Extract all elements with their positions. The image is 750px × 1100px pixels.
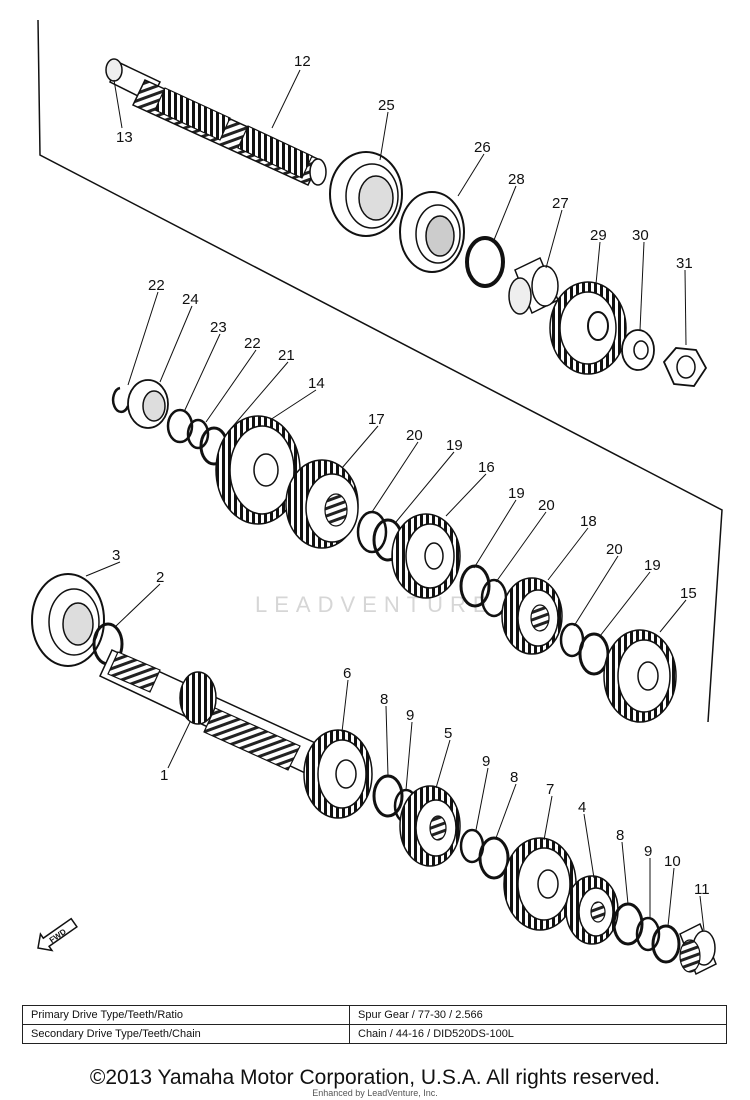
spec-row-secondary: Secondary Drive Type/Teeth/Chain Chain /…	[22, 1024, 727, 1044]
part-circlip-22a	[111, 386, 130, 414]
part-gear-16	[391, 513, 461, 599]
callout-22a: 22	[148, 277, 165, 294]
part-bearing-25	[329, 151, 403, 237]
part-washer-8b	[478, 836, 510, 880]
callout-16: 16	[478, 459, 495, 476]
callout-13: 13	[116, 129, 133, 146]
part-washer-10	[651, 924, 681, 964]
part-bearing-11	[679, 922, 717, 976]
part-bearing-24	[127, 379, 169, 429]
callout-19a: 19	[446, 437, 463, 454]
callout-21: 21	[278, 347, 295, 364]
callout-18: 18	[580, 513, 597, 530]
callout-30: 30	[632, 227, 649, 244]
callout-24: 24	[182, 291, 199, 308]
callout-8c: 8	[616, 827, 624, 844]
callout-20c: 20	[606, 541, 623, 558]
callout-27: 27	[552, 195, 569, 212]
enhanced-by-note: Enhanced by LeadVenture, Inc.	[312, 1088, 438, 1098]
callout-4: 4	[578, 799, 586, 816]
callout-10: 10	[664, 853, 681, 870]
callout-29: 29	[590, 227, 607, 244]
callout-11: 11	[694, 881, 710, 898]
callout-8b: 8	[510, 769, 518, 786]
part-circlip-22b	[186, 418, 210, 450]
callout-25: 25	[378, 97, 395, 114]
main-axle	[105, 58, 327, 186]
callout-14: 14	[308, 375, 325, 392]
part-washer-23	[166, 408, 194, 444]
fwd-arrow-icon: FWD	[37, 917, 78, 952]
transmission-exploded-diagram: LEADVENTURE	[31, 19, 723, 976]
callout-23: 23	[210, 319, 227, 336]
part-collar-27	[508, 256, 559, 315]
callout-8a: 8	[380, 691, 388, 708]
part-gear-5	[399, 785, 461, 867]
leader-lines	[85, 69, 705, 931]
part-gear-15	[603, 629, 677, 723]
frame-outline	[37, 19, 723, 723]
callout-26: 26	[474, 139, 491, 156]
part-lock-washer-30	[621, 329, 655, 371]
callout-1: 1	[160, 767, 168, 784]
part-bearing-3	[31, 573, 105, 667]
part-drive-axle-1	[99, 649, 337, 781]
callout-6: 6	[343, 665, 351, 682]
callout-9c: 9	[644, 843, 652, 860]
part-nut-31	[662, 347, 708, 387]
callout-9b: 9	[482, 753, 490, 770]
spec-label: Primary Drive Type/Teeth/Ratio	[22, 1005, 350, 1025]
callout-20b: 20	[538, 497, 555, 514]
callout-12: 12	[294, 53, 311, 70]
part-sprocket-29	[549, 281, 627, 375]
spec-value: Spur Gear / 77-30 / 2.566	[349, 1005, 727, 1025]
callout-28: 28	[508, 171, 525, 188]
callout-19c: 19	[644, 557, 661, 574]
callout-7: 7	[546, 781, 554, 798]
part-circlip-20a	[356, 510, 388, 554]
watermark: LEADVENTURE	[255, 592, 495, 617]
part-gear-6	[303, 729, 373, 819]
callout-31: 31	[676, 255, 693, 272]
callout-20a: 20	[406, 427, 423, 444]
part-oil-seal-26	[399, 191, 465, 273]
part-gear-18	[501, 577, 563, 655]
callout-labels: 12 13 25 26 28 27 29 30 31 22 24 23 22 2…	[112, 53, 710, 898]
part-gear-17	[285, 459, 359, 549]
callout-17: 17	[368, 411, 385, 428]
part-o-ring-28	[465, 236, 505, 288]
part-circlip-9c	[635, 916, 661, 952]
callout-2: 2	[156, 569, 164, 586]
callout-3: 3	[112, 547, 120, 564]
callout-22b: 22	[244, 335, 261, 352]
part-gear-7	[503, 837, 577, 931]
spec-row-primary: Primary Drive Type/Teeth/Ratio Spur Gear…	[22, 1005, 727, 1025]
callout-5: 5	[444, 725, 452, 742]
callout-15: 15	[680, 585, 697, 602]
spec-label: Secondary Drive Type/Teeth/Chain	[22, 1024, 350, 1044]
part-gear-4	[565, 875, 619, 945]
callout-19b: 19	[508, 485, 525, 502]
callout-9a: 9	[406, 707, 414, 724]
part-gear-14	[215, 415, 301, 525]
copyright-notice: ©2013 Yamaha Motor Corporation, U.S.A. A…	[89, 1066, 661, 1089]
drive-spec-table: Primary Drive Type/Teeth/Ratio Spur Gear…	[22, 1005, 727, 1044]
spec-value: Chain / 44-16 / DID520DS-100L	[349, 1024, 727, 1044]
